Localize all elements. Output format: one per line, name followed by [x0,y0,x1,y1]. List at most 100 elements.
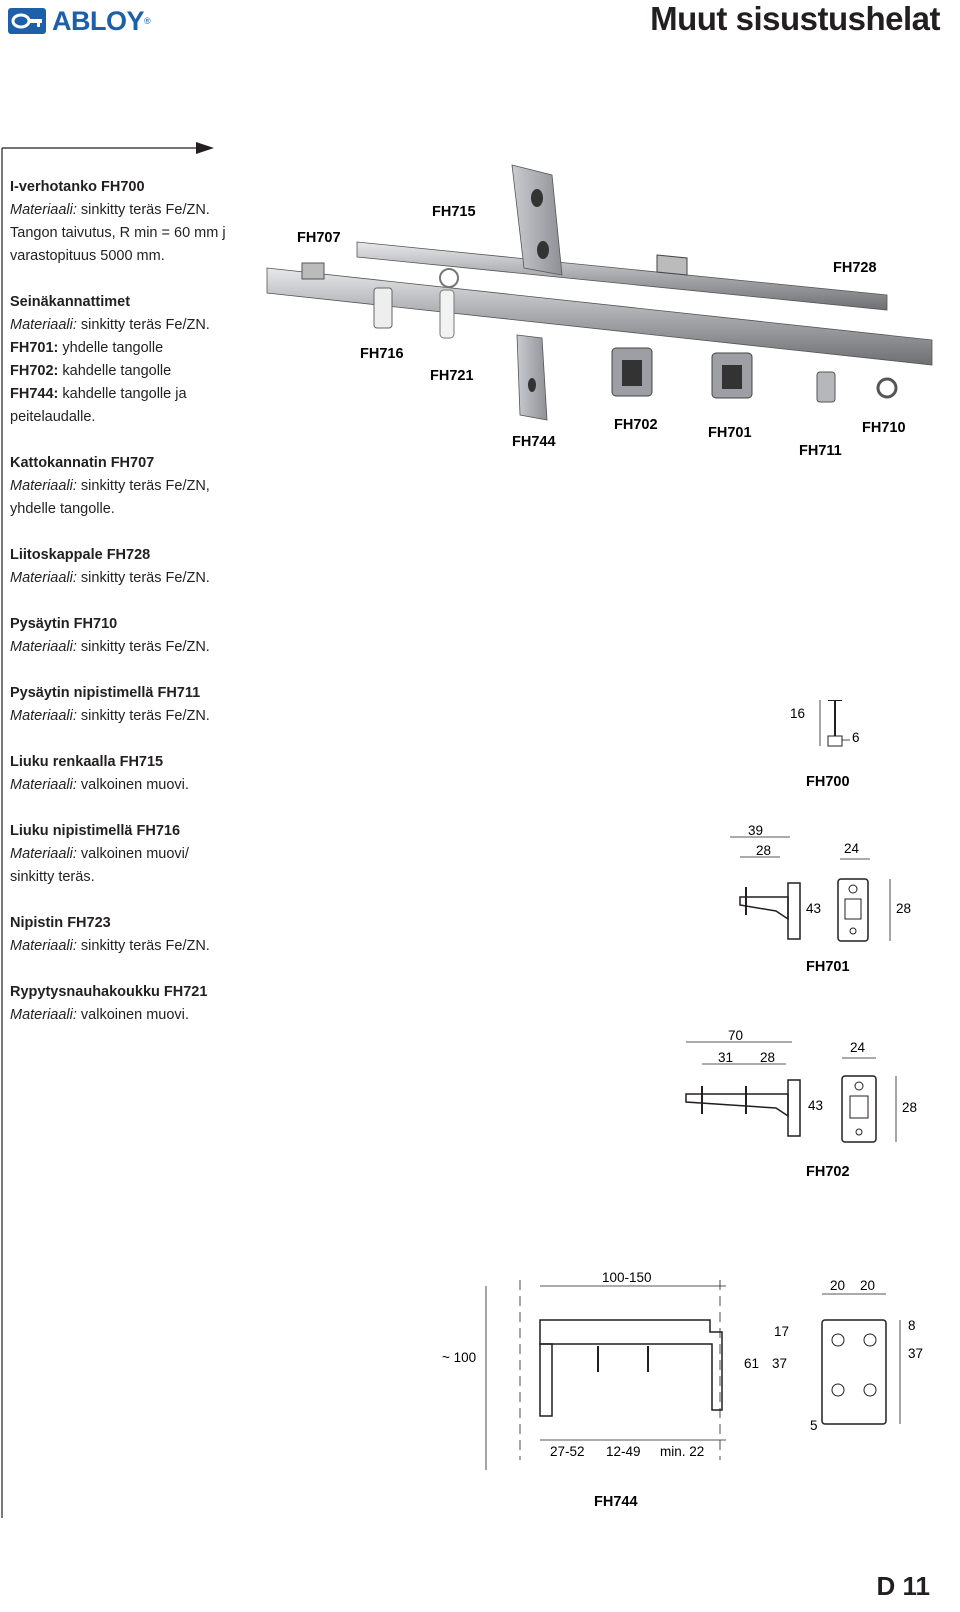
product-name: Kattokannatin FH707 [10,455,155,471]
product-detail-line: Materiaali: sinkitty teräs Fe/ZN. [10,570,210,586]
label-fh701: FH701 [708,425,752,441]
fh707-mount [301,262,325,280]
product-name: Seinäkannattimet [10,294,131,310]
brand-logo: ABLOY® [8,6,151,36]
fh702-drawing: 70 31 28 24 43 28 FH702 [685,1030,917,1180]
fh701-dim-24: 24 [844,841,860,856]
page-number: D 11 [876,1571,931,1601]
fh744-dim-100-150: 100-150 [602,1270,652,1285]
fh715-plate [511,164,563,276]
fh702-dim-31: 31 [718,1050,733,1065]
product-name: I-verhotanko FH700 [10,179,145,195]
margin-rule [1,142,214,1518]
fh744-label: FH744 [594,1494,638,1510]
fh700-label: FH700 [806,774,850,790]
fh700-dim-16: 16 [790,706,805,721]
label-fh711: FH711 [799,443,842,459]
label-fh707: FH707 [297,230,341,246]
fh744-dim-12-49: 12-49 [606,1444,641,1459]
fh744-drawing: 100-150 ~ 100 61 37 17 27-52 12-49 min. … [442,1270,923,1510]
fh744-dim-8: 8 [908,1318,916,1333]
product-name: Liuku renkaalla FH715 [10,754,164,770]
fh744-dim-20a: 20 [830,1278,845,1293]
label-fh716: FH716 [360,346,404,362]
fh701-dim-43: 43 [806,901,821,916]
product-detail-line: Materiaali: sinkitty teräs Fe/ZN, [10,478,210,494]
product-detail-line: Materiaali: sinkitty teräs Fe/ZN. [10,938,210,954]
fh702-dim-70: 70 [728,1030,743,1043]
product-name: Liitoskappale FH728 [10,547,151,563]
label-fh744: FH744 [512,434,556,450]
brand-name: ABLOY [52,5,145,36]
fh744-dim-37a: 37 [772,1356,787,1371]
fh701-dim-28b: 28 [896,901,911,916]
product-detail-line: sinkitty teräs. [10,869,95,885]
fh744-dim-17: 17 [774,1324,789,1339]
fh744-dim-27-52: 27-52 [550,1444,585,1459]
product-photo: FH707 FH715 FH728 FH716 FH721 FH744 FH70… [266,164,933,459]
fh716-slider [373,287,393,329]
fh744-dim-37b: 37 [908,1346,923,1361]
product-detail-line: peitelaudalle. [10,409,96,425]
fh701-dim-28a: 28 [756,843,771,858]
product-detail-line: varastopituus 5000 mm. [10,248,165,264]
product-name: Rypytysnauhakoukku FH721 [10,984,208,1000]
fh701-label: FH701 [806,959,850,975]
fh744-dim-20b: 20 [860,1278,875,1293]
fh702-dim-24: 24 [850,1040,866,1055]
fh744-dim-100: ~ 100 [442,1350,476,1365]
product-detail-line: Materiaali: sinkitty teräs Fe/ZN. [10,317,210,333]
fh701-drawing: 39 28 24 43 28 FH701 [730,823,911,975]
fh744-dim-5: 5 [810,1418,818,1433]
abloy-key-icon [8,8,46,34]
fh744-dim-61: 61 [744,1356,759,1371]
fh711-stopper [816,371,836,403]
rail-lower [266,267,933,366]
fh721-hook [439,289,455,339]
fh700-dim-6: 6 [852,730,860,745]
label-fh710: FH710 [862,420,906,436]
product-detail-line: Materiaali: valkoinen muovi. [10,1007,189,1023]
product-name: Pysäytin FH710 [10,616,118,632]
product-detail-line: Materiaali: sinkitty teräs Fe/ZN. [10,708,210,724]
product-name: Nipistin FH723 [10,915,111,931]
fh701-dim-39: 39 [748,823,763,838]
fh744-plate [516,334,548,421]
rail-upper [356,241,888,311]
fh702-dim-28a: 28 [760,1050,775,1065]
product-detail-line: Tangon taivutus, R min = 60 mm j [10,225,226,241]
label-fh721: FH721 [430,368,474,384]
label-fh702: FH702 [614,417,658,433]
fh702-dim-28b: 28 [902,1100,917,1115]
product-detail-line: Materiaali: sinkitty teräs Fe/ZN. [10,202,210,218]
fh744-dim-min22: min. 22 [660,1444,704,1459]
fh728-connector [656,254,688,276]
fh710-stopper [876,377,898,399]
label-fh728: FH728 [833,260,877,276]
fh702-label: FH702 [806,1164,850,1180]
product-detail-line: FH701: yhdelle tangolle [10,340,164,356]
fh702-dim-43: 43 [808,1098,823,1113]
product-name: Pysäytin nipistimellä FH711 [10,685,201,701]
product-name: Liuku nipistimellä FH716 [10,823,181,839]
product-detail-line: Materiaali: valkoinen muovi/ [10,846,189,862]
page-title: Muut sisustushelat [650,0,940,37]
label-fh715: FH715 [432,204,476,220]
fh700-drawing: 16 6 FH700 [790,700,860,790]
product-detail-line: Materiaali: valkoinen muovi. [10,777,189,793]
product-detail-line: Materiaali: sinkitty teräs Fe/ZN. [10,639,210,655]
product-detail-line: yhdelle tangolle. [10,501,115,517]
registered-mark: ® [144,16,151,26]
product-detail-line: FH702: kahdelle tangolle [10,363,172,379]
